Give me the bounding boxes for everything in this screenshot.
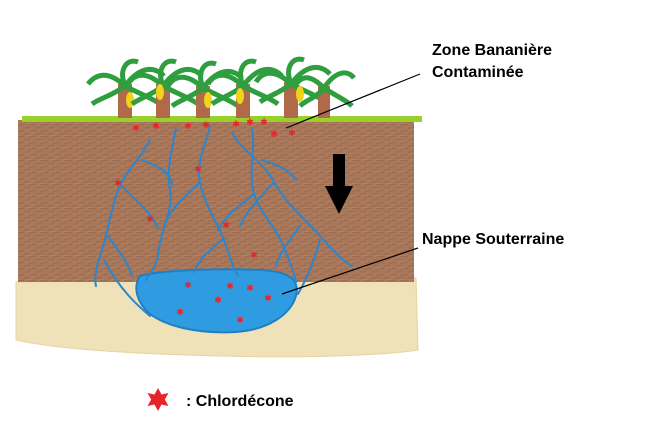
chlordecone-marker: ✱ [152, 122, 160, 132]
chlordecone-marker: ✱ [236, 316, 244, 326]
contaminated-zone-label: Zone Bananière Contaminée [432, 40, 552, 84]
chlordecone-marker: ✱ [222, 221, 230, 231]
chlordecone-marker: ✱ [176, 308, 184, 318]
banana-plant [128, 61, 202, 118]
chlordecone-marker: ✱ [264, 294, 272, 304]
chlordecone-marker: ✱ [194, 165, 202, 175]
chlordecone-marker: ✱ [246, 284, 254, 294]
banana-plant [88, 61, 164, 118]
chlordecone-marker: ✱ [226, 282, 234, 292]
chlordecone-marker: ✱ [250, 251, 258, 261]
chlordecone-marker: ✱ [232, 120, 240, 130]
contaminated-zone-label-line2: Contaminée [432, 62, 552, 84]
chlordecone-marker: ✱ [288, 129, 296, 139]
banana-plant [208, 61, 282, 118]
red-star-icon [148, 388, 169, 411]
contaminated-zone-label-line1: Zone Bananière [432, 40, 552, 62]
chlordecone-marker: ✱ [132, 124, 140, 134]
chlordecone-marker: ✱ [202, 121, 210, 131]
soil-layer [18, 120, 414, 282]
banana-plant [296, 73, 354, 118]
chlordecone-marker: ✱ [114, 179, 122, 189]
legend-text: : Chlordécone [186, 392, 294, 412]
banana-plants [88, 59, 354, 118]
chlordecone-marker: ✱ [270, 130, 278, 140]
chlordecone-marker: ✱ [184, 122, 192, 132]
chlordecone-marker: ✱ [246, 118, 254, 128]
chlordecone-marker: ✱ [146, 215, 154, 225]
chlordecone-marker: ✱ [214, 296, 222, 306]
groundwater-label: Nappe Souterraine [422, 230, 564, 250]
chlordecone-marker: ✱ [260, 118, 268, 128]
chlordecone-marker: ✱ [184, 281, 192, 291]
grass-strip [22, 116, 422, 122]
